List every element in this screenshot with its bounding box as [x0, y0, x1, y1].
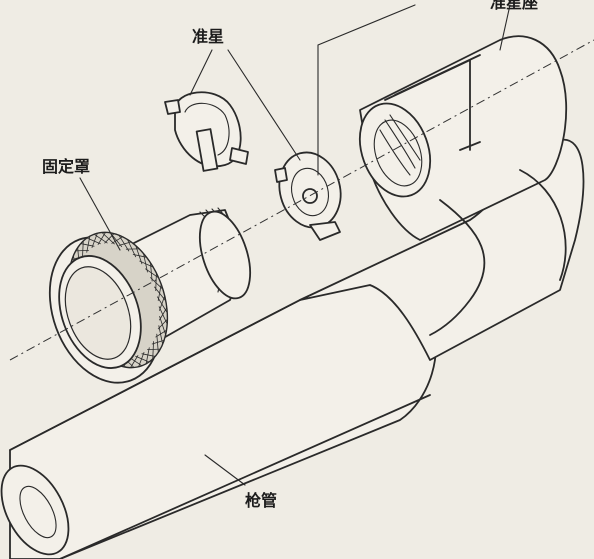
axis-line	[9, 39, 594, 361]
sight-base	[299, 35, 585, 361]
front-sight-part-a	[164, 91, 249, 172]
knurl-line	[86, 237, 101, 245]
front-sight-part-b	[274, 151, 342, 241]
knurl-line	[157, 318, 168, 330]
knurl-line	[150, 262, 153, 282]
knurl-line	[118, 234, 130, 252]
knurl-line	[75, 249, 89, 252]
fixed-cover	[48, 207, 252, 384]
barrel-muzzle	[0, 464, 70, 556]
label-barrel: 枪管	[245, 491, 277, 510]
knurl-line	[93, 233, 108, 244]
knurl-line	[141, 353, 156, 357]
label-sight-base: 准星座	[490, 0, 538, 12]
sight-base-bore	[359, 102, 431, 198]
knurl-line	[135, 245, 143, 265]
leader-lines	[79, 4, 511, 486]
knurl-line	[155, 329, 167, 338]
knurl-line	[149, 277, 164, 290]
knurl-line	[135, 355, 150, 363]
knurl-line	[101, 232, 115, 245]
knurl-line	[155, 273, 157, 292]
knurl-line	[80, 243, 95, 247]
knurl-line	[127, 239, 137, 258]
knurl-line	[151, 339, 165, 345]
label-fixed-cover: 固定罩	[42, 157, 90, 176]
knurl-line	[147, 348, 161, 351]
knurl-line	[143, 253, 148, 273]
label-front-sight: 准星	[192, 27, 224, 46]
